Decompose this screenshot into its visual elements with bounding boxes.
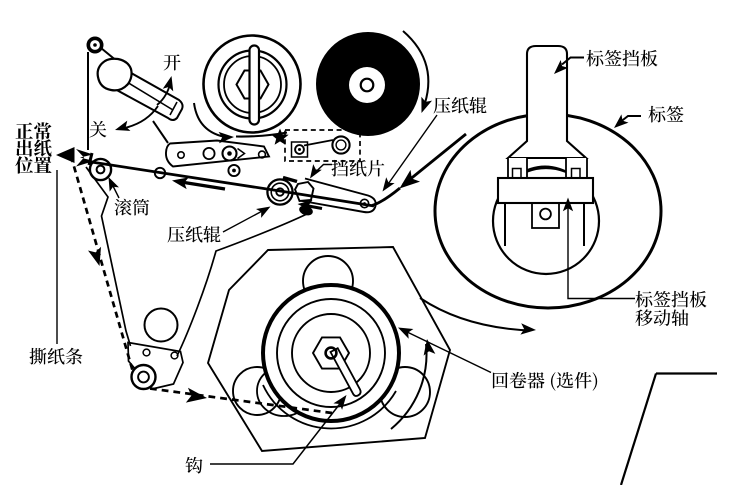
rewinder-leader-line <box>402 329 492 374</box>
hub-axle <box>324 346 338 360</box>
platen-lower-leader-line <box>222 208 267 233</box>
platen-drum-outer <box>88 157 113 182</box>
bracket-bolt-1 <box>142 348 151 357</box>
frame-guide-line <box>235 131 288 138</box>
lever-shaft-cap <box>169 101 178 116</box>
plate-bolt-dot <box>227 151 232 156</box>
guide-shaft-leader <box>567 202 635 300</box>
takeup-hex-core <box>235 69 270 100</box>
media-line <box>87 160 375 208</box>
label-roll[interactable] <box>419 44 663 332</box>
platen-lower-leader <box>222 208 267 233</box>
hub-inner <box>291 313 371 393</box>
pivot-bolt <box>86 36 104 54</box>
tear-off-area <box>56 157 184 391</box>
supply-axle <box>359 77 375 93</box>
paper-stop-bolt <box>294 144 305 155</box>
shaft-block-hole <box>539 207 552 221</box>
lever-handle[interactable] <box>96 57 133 92</box>
paper-stop-link <box>303 139 334 147</box>
rewinder-leader <box>402 329 492 374</box>
rewinder-housing <box>206 246 452 452</box>
hook-leader-line <box>210 398 345 465</box>
media-guide-plate <box>293 180 315 203</box>
head-plate <box>165 139 271 168</box>
plate-hole-3 <box>257 150 267 159</box>
print-mechanism <box>153 139 271 191</box>
platen-upper-leader-line <box>385 114 438 188</box>
carriage-bar <box>496 176 595 205</box>
platen-upper-leader <box>385 114 438 188</box>
paper-stop-ring <box>331 135 351 155</box>
frame-bolt-dot <box>232 168 236 173</box>
ribbon-supply-spool[interactable] <box>316 30 430 136</box>
ribbon-takeup-spindle[interactable] <box>193 34 302 139</box>
clamp-mark <box>282 175 298 184</box>
liner-wrap-arc <box>262 384 397 430</box>
label-guide-leader <box>561 56 584 66</box>
shaft-block <box>531 202 560 229</box>
platen-drum-axle <box>95 164 106 175</box>
frame-edge-below-exit <box>85 166 132 347</box>
supply-rotation-arc <box>402 30 430 110</box>
exit-direction-arrow <box>56 147 75 163</box>
bracket-roller-inner <box>137 370 150 384</box>
media-from-roll <box>402 132 467 187</box>
guide-shaft-leader-line <box>567 202 635 300</box>
paper-stop-highlight-box <box>284 129 361 162</box>
pivot-bolt-dot <box>93 43 97 47</box>
rewinder[interactable] <box>206 246 452 452</box>
paper-stop-assembly <box>271 128 361 162</box>
paper-stop-base <box>290 141 309 158</box>
hook-leader <box>210 398 345 465</box>
roll-rotation-arc <box>419 297 532 332</box>
rewinder-rotation-arc <box>390 343 428 430</box>
bracket-roller-outer <box>130 363 157 391</box>
frame-top-slant <box>152 120 169 144</box>
arm-body <box>299 177 377 214</box>
takeup-outer-circle <box>202 34 302 134</box>
frame-bolt <box>227 163 241 178</box>
lever-shaft-ridge <box>121 78 174 111</box>
housing-slant-line <box>619 373 658 485</box>
housing-corner <box>619 372 717 485</box>
takeup-blade[interactable] <box>248 44 261 126</box>
media-wrap-arm <box>371 186 401 207</box>
roll-core <box>491 166 601 276</box>
paper-stop-bolt-dot <box>298 148 301 151</box>
media-path <box>56 132 467 373</box>
tear-bracket-plate <box>127 341 184 390</box>
hook-pin[interactable] <box>329 346 362 397</box>
plate-hole-1 <box>177 151 186 160</box>
guide-post <box>505 44 589 160</box>
plate-bolt <box>221 145 238 162</box>
plate-hole-2 <box>202 146 216 160</box>
hub-mid <box>276 298 386 408</box>
liner-path-down <box>69 155 135 373</box>
frame-curve-center <box>176 212 310 357</box>
lower-guide-circle <box>143 307 179 343</box>
label-guide-leader-line <box>561 56 584 66</box>
plate-latch-tab <box>237 147 246 160</box>
paper-stop-ring-inner <box>335 139 347 151</box>
media-feed-arrow-tail <box>177 179 226 191</box>
